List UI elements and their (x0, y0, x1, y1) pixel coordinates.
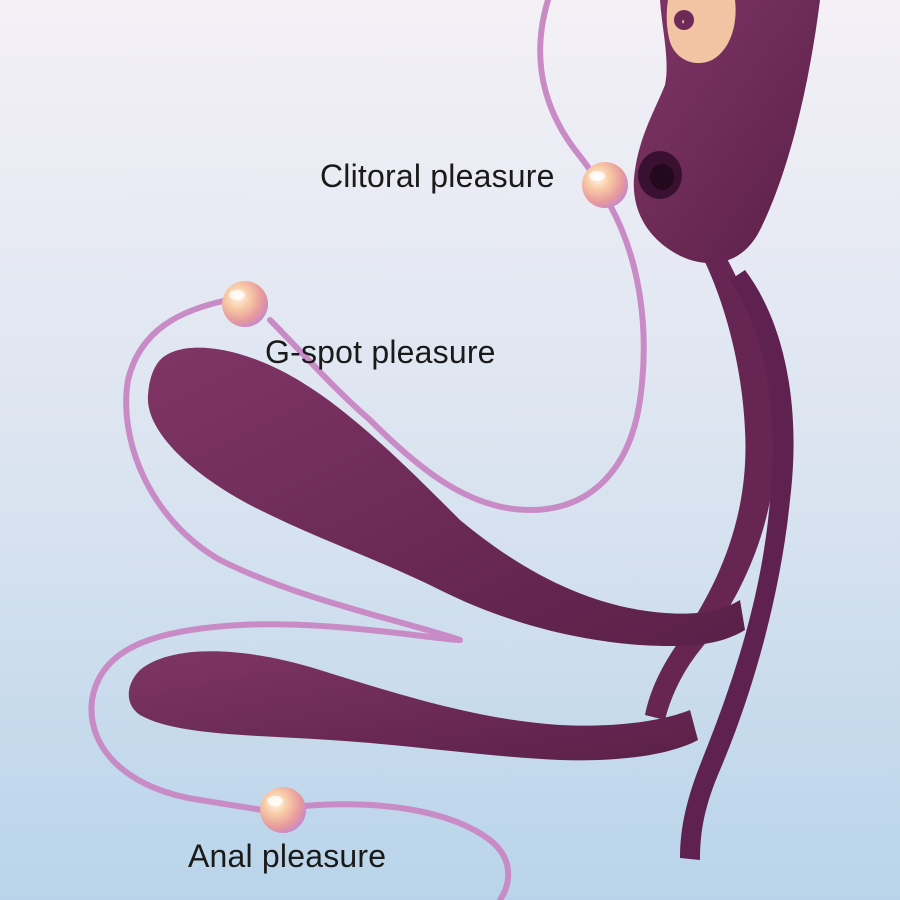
svg-text:◑: ◑ (680, 17, 685, 26)
power-button-icon (674, 10, 694, 30)
glossy-bead-icon (260, 787, 306, 833)
gspot-pleasure-label: G-spot pleasure (265, 334, 496, 370)
glossy-bead-icon (582, 162, 628, 208)
control-panel: ◑ (666, 0, 736, 64)
anal-pleasure-label: Anal pleasure (188, 838, 387, 874)
glossy-bead-icon (222, 281, 268, 327)
device-body (128, 0, 820, 860)
clitoral-pleasure-label: Clitoral pleasure (320, 158, 555, 194)
guide-line (88, 0, 647, 900)
